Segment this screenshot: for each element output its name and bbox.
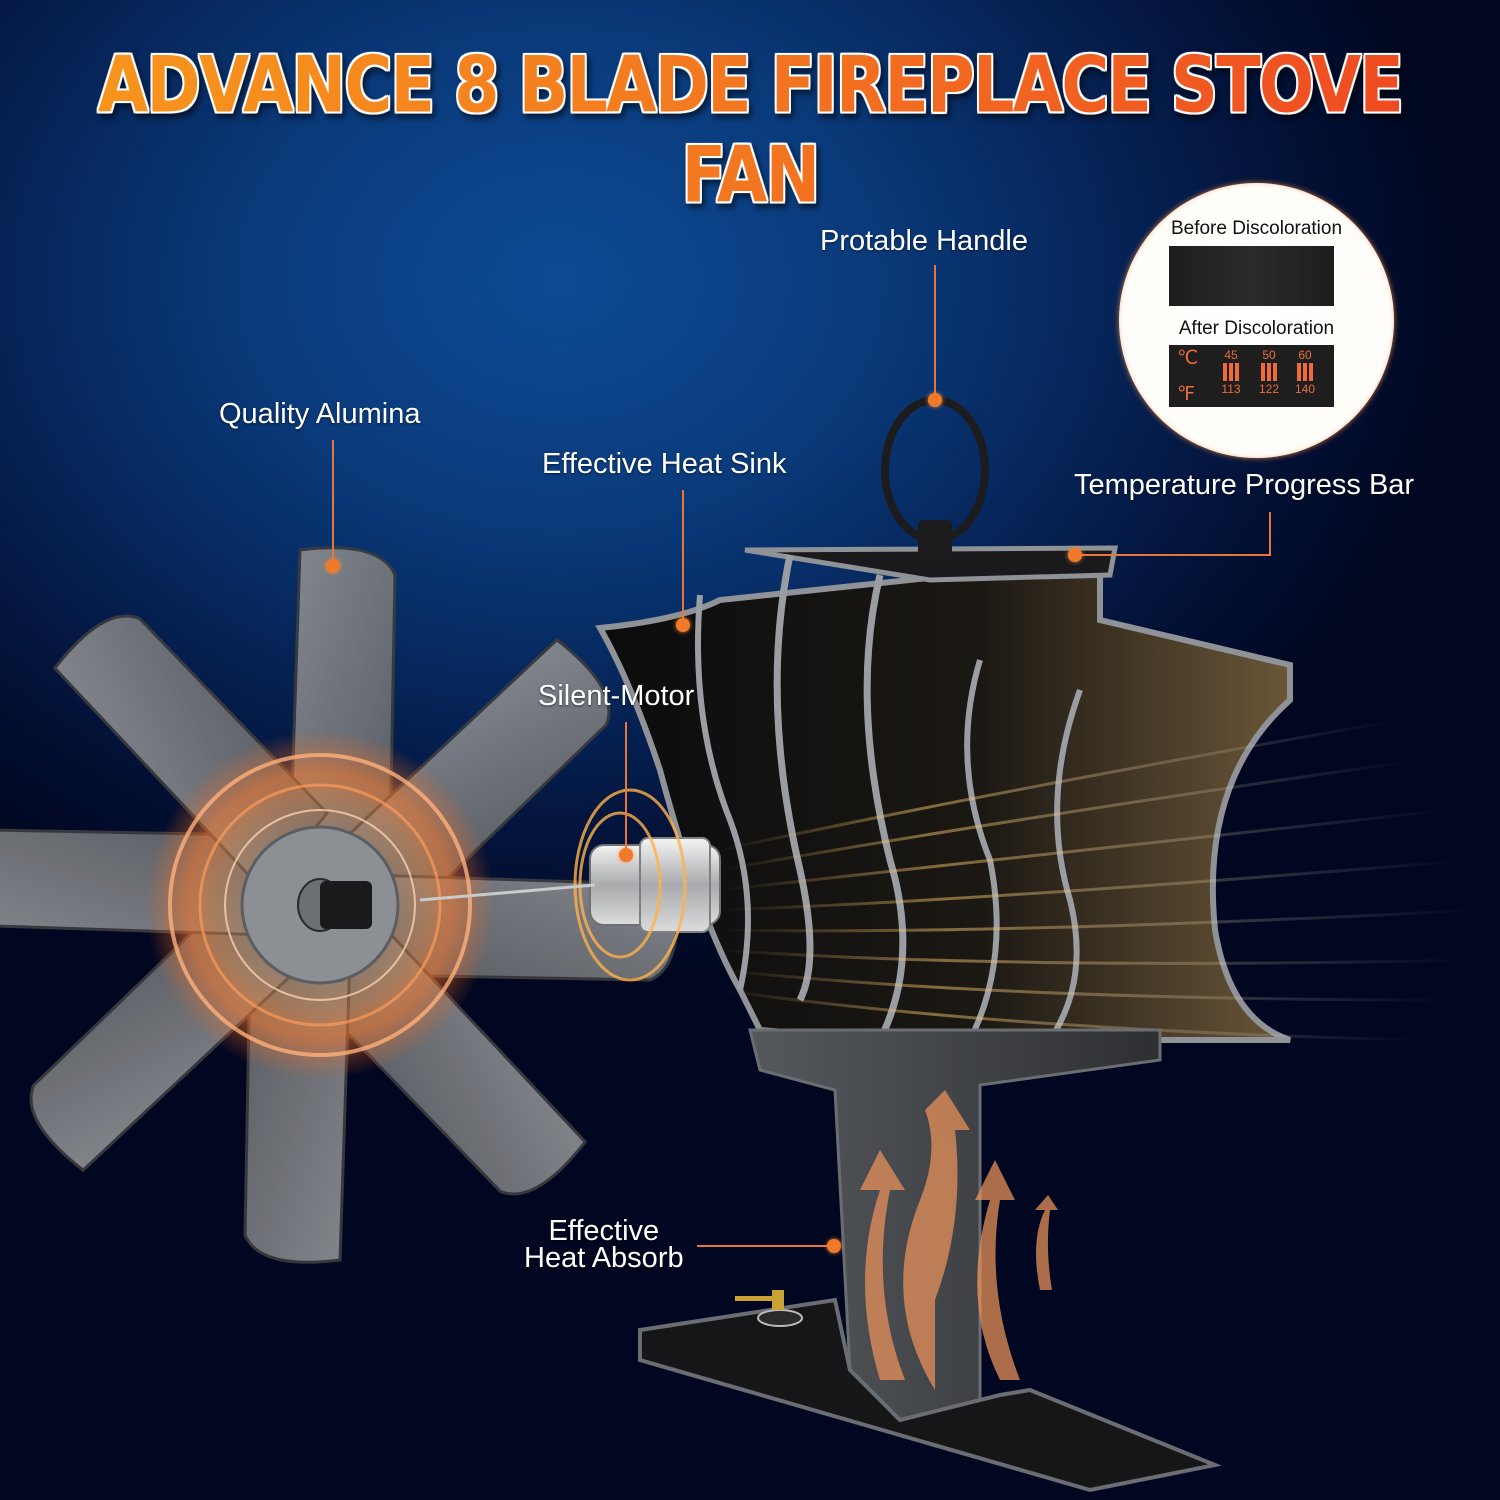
fahrenheit-value: 113 (1221, 382, 1241, 396)
heat-sink (595, 545, 1481, 1047)
celsius-unit: ℃ (1177, 348, 1199, 369)
fahrenheit-unit: ℉ (1177, 384, 1196, 405)
callout-leader-line (682, 490, 684, 620)
after-discoloration-label: After Discoloration (1178, 318, 1335, 339)
callout-dot (928, 393, 942, 407)
temperature-reading: 50 122 (1253, 348, 1285, 396)
callout-leader-line (934, 265, 936, 397)
celsius-value: 60 (1298, 348, 1312, 362)
callout-leader-line (1269, 512, 1271, 555)
page-title: ADVANCE 8 BLADE FIREPLACE STOVE FAN (90, 40, 1410, 221)
callout-protable-handle: Protable Handle (820, 225, 1028, 257)
temperature-reading: 45 113 (1215, 348, 1247, 396)
callout-effective-heat-absorb: Effective Heat Absorb (524, 1215, 684, 1274)
celsius-value: 45 (1224, 348, 1238, 362)
stand (638, 1028, 1222, 1493)
indicator-bars-icon (1215, 363, 1247, 381)
callout-effective-heat-absorb-line1: Effective (548, 1215, 660, 1247)
after-discoloration-swatch: ℃ ℉ 45 113 50 122 60 140 (1169, 345, 1334, 407)
fahrenheit-value: 122 (1258, 382, 1280, 396)
fahrenheit-value: 140 (1294, 382, 1316, 396)
fan-blades (0, 546, 679, 1264)
motor (419, 788, 721, 982)
callout-dot (326, 559, 340, 573)
callout-dot (676, 618, 690, 632)
callout-dot (827, 1239, 841, 1253)
before-discoloration-swatch (1169, 246, 1334, 306)
discoloration-panel: Before Discoloration After Discoloration… (1119, 183, 1394, 458)
indicator-bars-icon (1253, 363, 1285, 381)
callout-dot (619, 848, 633, 862)
callout-effective-heat-absorb-line2: Heat Absorb (524, 1242, 684, 1274)
callout-effective-heat-sink: Effective Heat Sink (542, 448, 787, 480)
before-discoloration-label: Before Discoloration (1170, 218, 1343, 239)
callout-temperature-progress-bar: Temperature Progress Bar (1074, 469, 1415, 501)
temperature-reading: 60 140 (1289, 348, 1321, 396)
callout-leader-line (697, 1245, 833, 1247)
indicator-bars-icon (1289, 363, 1321, 381)
callout-silent-motor: Silent-Motor (538, 680, 695, 712)
callout-leader-line (332, 440, 334, 565)
callout-leader-line (1075, 554, 1271, 556)
handle-ring (881, 396, 989, 560)
callout-quality-alumina: Quality Alumina (219, 398, 421, 430)
celsius-value: 50 (1262, 348, 1276, 362)
callout-leader-line (625, 722, 627, 852)
callout-dot (1068, 548, 1082, 562)
